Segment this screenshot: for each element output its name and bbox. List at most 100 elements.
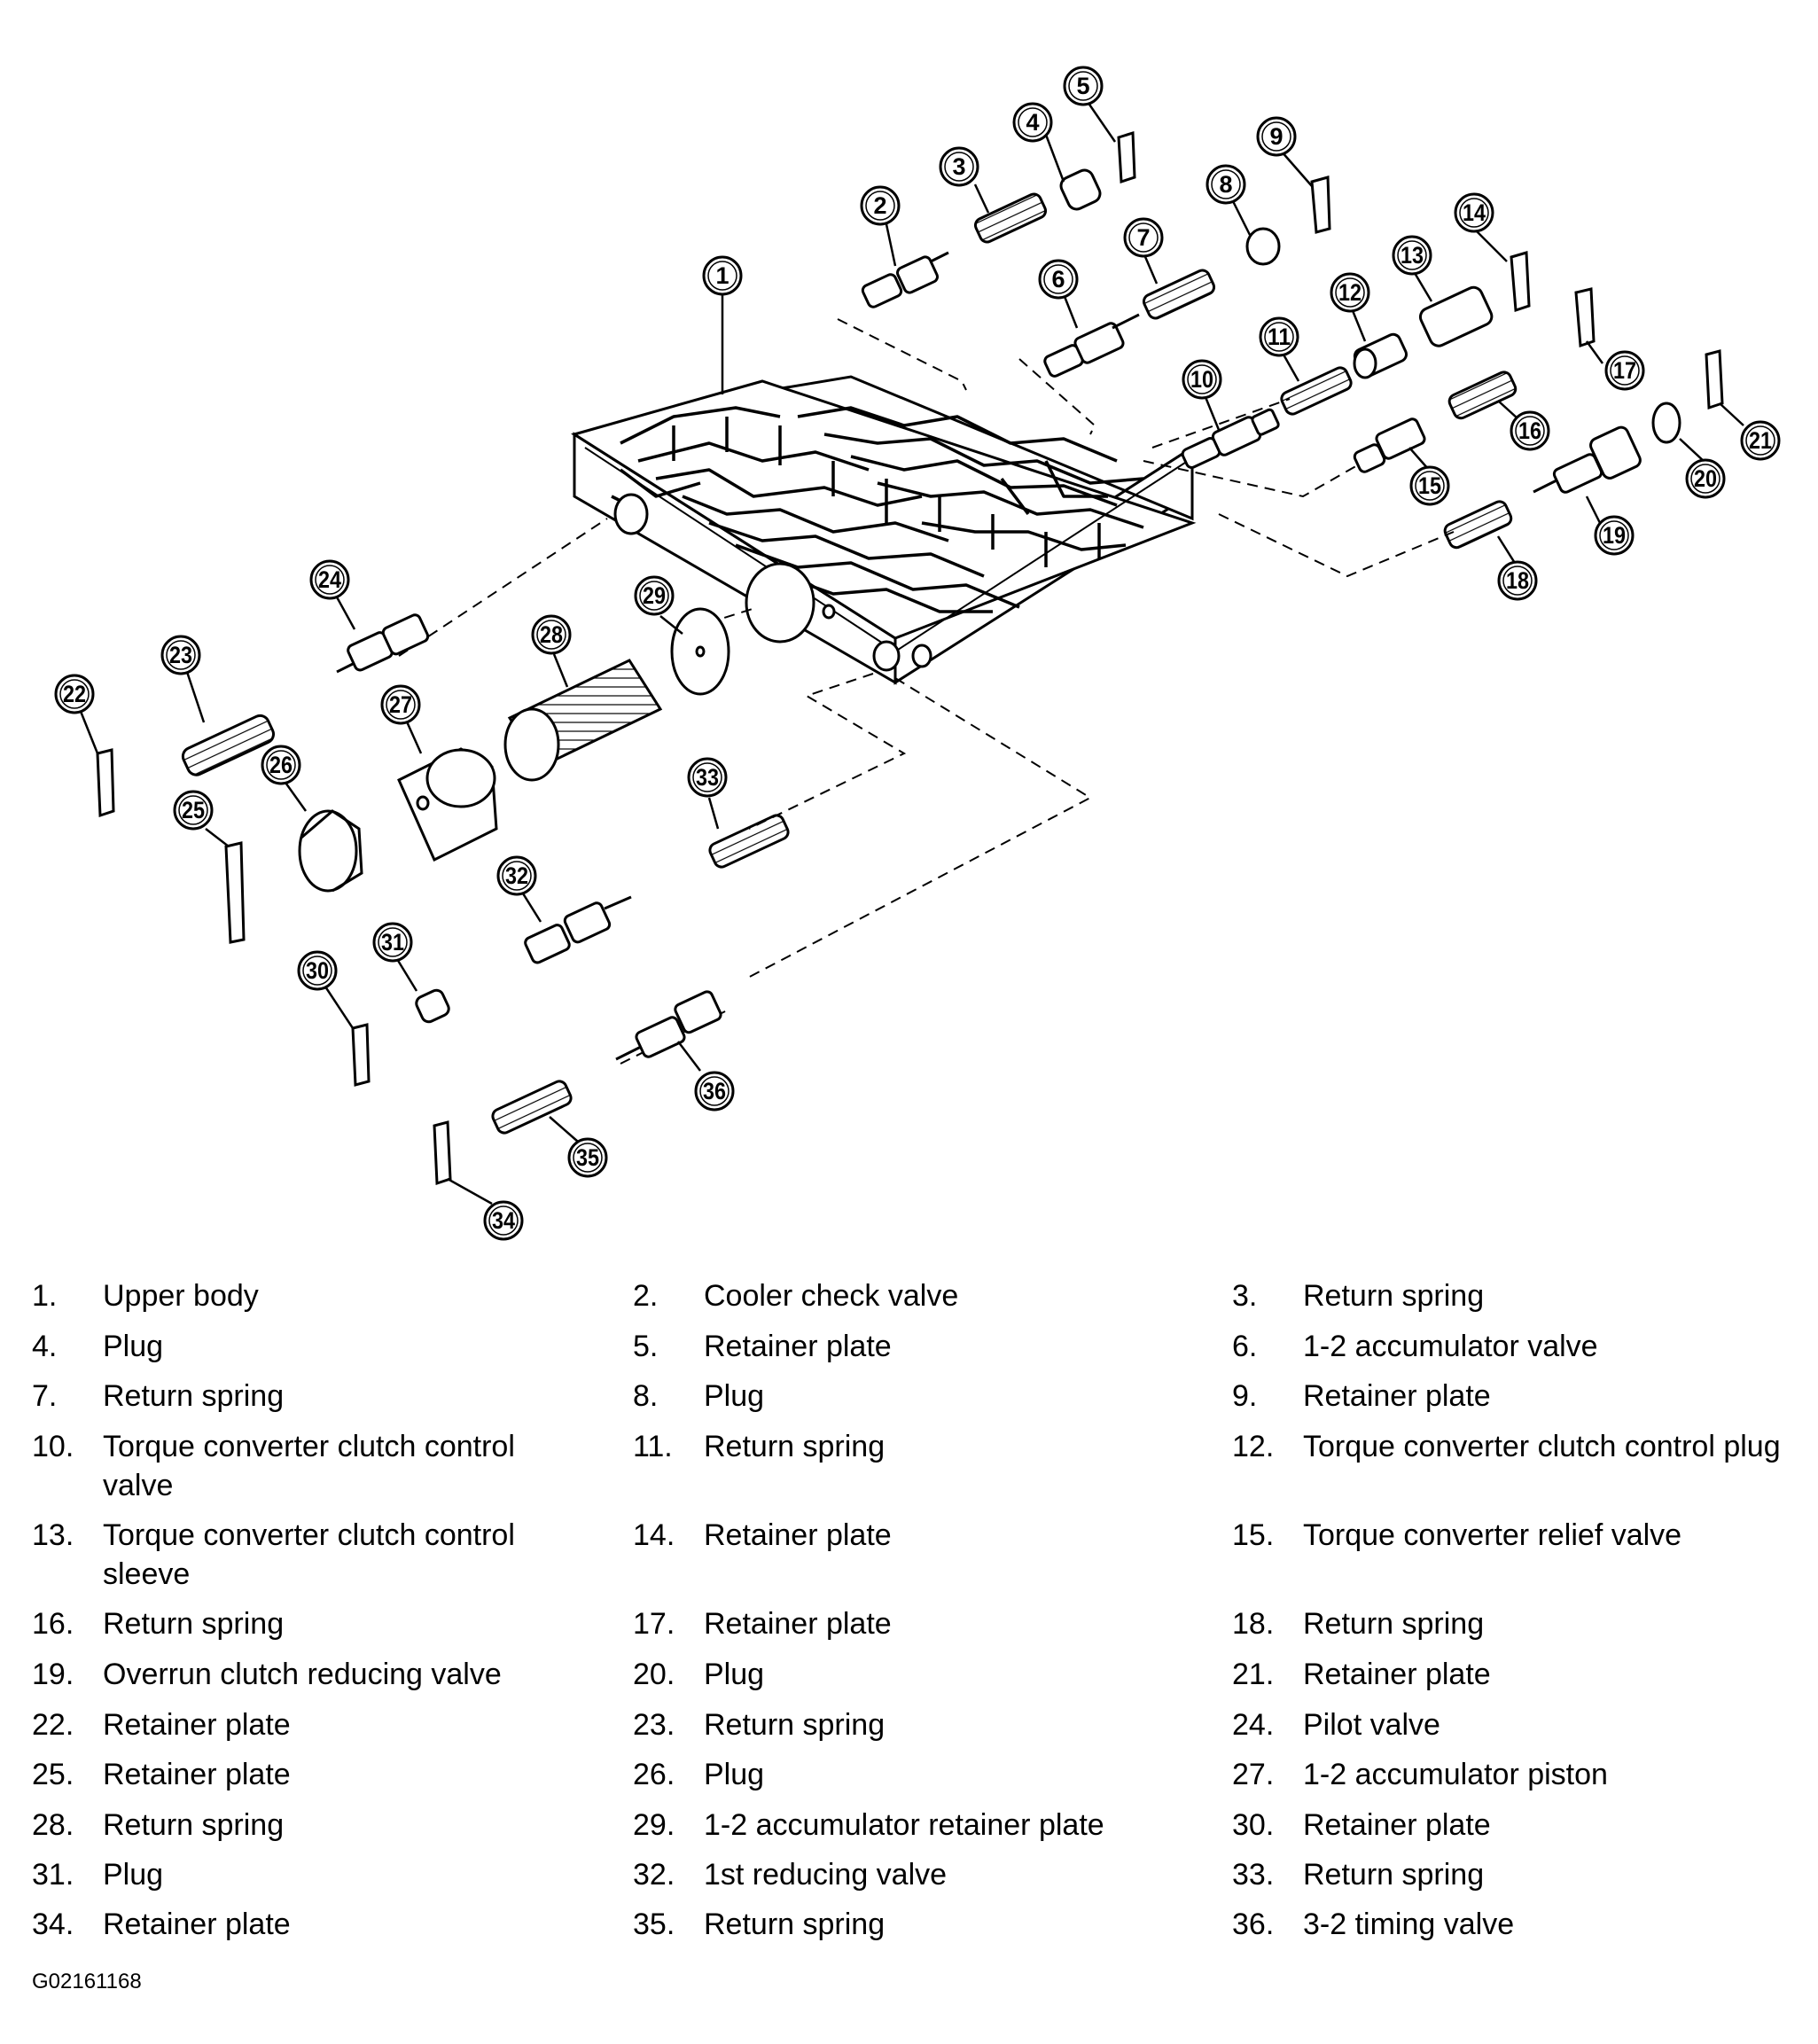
- legend-number: 17.: [633, 1607, 675, 1641]
- legend-number: 21.: [1232, 1658, 1275, 1691]
- callout-21: 21: [1740, 420, 1781, 461]
- plug-8: [1245, 227, 1281, 266]
- legend-label: Return spring: [103, 1607, 285, 1641]
- legend-label: Retainer plate: [103, 1758, 291, 1791]
- retainer-plate-9: [1310, 176, 1331, 234]
- callout-number: 8: [1219, 171, 1232, 198]
- legend-label: Return spring: [1303, 1279, 1485, 1313]
- callout-26: 26: [261, 745, 301, 785]
- legend-number: 9.: [1232, 1379, 1258, 1413]
- callout-group: 1234567891011121314151617181920212223242…: [54, 66, 1781, 1241]
- accumulator-retainer-plate-29: [670, 607, 730, 696]
- callout-number: 6: [1051, 266, 1065, 293]
- legend-number: 14.: [633, 1518, 675, 1552]
- callout-number: 27: [389, 691, 412, 718]
- plug-20: [1651, 402, 1681, 444]
- legend-number: 35.: [633, 1907, 675, 1941]
- legend-label: Plug: [704, 1379, 765, 1413]
- callout-20: 20: [1685, 458, 1726, 499]
- plug-26: [298, 809, 363, 893]
- legend-label: Retainer plate: [103, 1708, 291, 1742]
- callout-number: 20: [1694, 465, 1717, 492]
- legend-label: Torque converter clutch control valve: [103, 1430, 515, 1502]
- callout-34: 34: [483, 1200, 524, 1241]
- legend-label: Return spring: [103, 1379, 285, 1413]
- legend-label: Torque converter clutch control sleeve: [103, 1518, 515, 1591]
- callout-number: 4: [1026, 109, 1039, 136]
- callout-number: 22: [63, 681, 86, 707]
- legend-label: Torque converter clutch control plug: [1303, 1430, 1781, 1463]
- legend-number: 11.: [633, 1430, 673, 1463]
- callout-13: 13: [1392, 235, 1432, 276]
- tcc-control-valve-10: [1181, 408, 1280, 469]
- callout-number: 34: [492, 1207, 515, 1234]
- callout-number: 31: [381, 929, 404, 956]
- legend-number: 34.: [32, 1907, 74, 1941]
- legend-label: Return spring: [1303, 1858, 1485, 1892]
- upper-body: [571, 375, 1197, 685]
- legend-label: Retainer plate: [704, 1518, 892, 1552]
- legend-number: 27.: [1232, 1758, 1275, 1791]
- callout-number: 33: [696, 764, 719, 791]
- return-spring-7: [1142, 269, 1216, 320]
- callout-number: 7: [1136, 224, 1150, 251]
- callout-33: 33: [687, 757, 728, 798]
- legend-number: 10.: [32, 1430, 74, 1463]
- callout-10: 10: [1182, 359, 1222, 400]
- callout-number: 29: [643, 582, 666, 609]
- callout-number: 30: [306, 957, 329, 984]
- callout-24: 24: [309, 559, 350, 600]
- tcc-control-sleeve-13: [1418, 285, 1494, 347]
- legend-number: 22.: [32, 1708, 74, 1742]
- accumulator-piston-27: [397, 747, 498, 862]
- relief-valve-15: [1353, 417, 1426, 473]
- legend-number: 8.: [633, 1379, 659, 1413]
- legend-label: Plug: [704, 1658, 765, 1691]
- callout-17: 17: [1604, 350, 1645, 391]
- retainer-plate-30: [351, 1023, 371, 1087]
- legend-label: Return spring: [1303, 1607, 1485, 1641]
- legend-label: Retainer plate: [704, 1330, 892, 1363]
- callout-number: 23: [169, 642, 192, 668]
- callout-35: 35: [567, 1137, 608, 1178]
- assembly-lines: [398, 318, 1455, 1065]
- legend-number: 28.: [32, 1808, 74, 1842]
- callout-number: 19: [1603, 522, 1626, 549]
- return-spring-16: [1447, 371, 1518, 420]
- retainer-plate-21: [1705, 349, 1724, 410]
- retainer-plate-34: [433, 1120, 452, 1186]
- legend-number: 6.: [1232, 1330, 1258, 1363]
- callout-number: 14: [1463, 199, 1486, 226]
- callout-27: 27: [380, 684, 421, 725]
- return-spring-35: [491, 1080, 573, 1135]
- callout-22: 22: [54, 674, 95, 714]
- legend-label: 1-2 accumulator retainer plate: [704, 1808, 1104, 1842]
- legend-number: 18.: [1232, 1607, 1275, 1641]
- retainer-plate-25: [224, 841, 246, 944]
- legend-label: Return spring: [704, 1907, 886, 1941]
- retainer-plate-14: [1510, 251, 1531, 313]
- legend-label: Plug: [103, 1858, 164, 1892]
- callout-11: 11: [1259, 316, 1299, 357]
- legend-number: 4.: [32, 1330, 58, 1363]
- legend-label: Torque converter relief valve: [1303, 1518, 1682, 1552]
- legend-label: Retainer plate: [1303, 1379, 1491, 1413]
- legend-number: 7.: [32, 1379, 58, 1413]
- legend-number: 3.: [1232, 1279, 1258, 1313]
- callout-9: 9: [1256, 116, 1297, 157]
- legend-number: 2.: [633, 1279, 659, 1313]
- legend-label: Return spring: [704, 1708, 886, 1742]
- legend-number: 31.: [32, 1858, 74, 1892]
- callout-number: 1: [715, 262, 729, 289]
- callout-2: 2: [860, 185, 901, 226]
- callout-29: 29: [634, 575, 675, 616]
- legend-label: 1st reducing valve: [704, 1858, 948, 1892]
- callout-number: 21: [1749, 427, 1772, 454]
- callout-number: 9: [1269, 123, 1283, 150]
- callout-number: 17: [1613, 357, 1636, 384]
- callout-number: 32: [505, 862, 528, 889]
- legend-label: Return spring: [103, 1808, 285, 1842]
- legend-label: Pilot valve: [1303, 1708, 1440, 1742]
- callout-number: 10: [1190, 366, 1213, 393]
- callout-number: 26: [269, 752, 293, 778]
